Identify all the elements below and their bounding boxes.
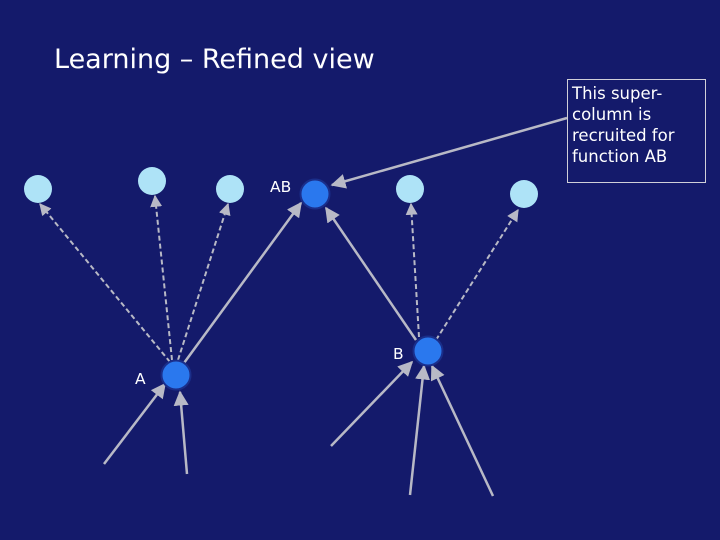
callout-line: function AB: [572, 147, 668, 166]
inactive-node-top-1: [24, 175, 52, 203]
active-node-a: [160, 359, 192, 391]
callout-line: recruited for: [572, 126, 675, 145]
node-label-a: A: [135, 370, 146, 388]
inactive-node-top-2: [138, 167, 166, 195]
input-arrow-to-b-1: [330, 360, 414, 447]
input-arrow-to-a-1: [103, 382, 166, 465]
callout-pointer-arrow: [330, 116, 568, 189]
dashed-connection-a-to-top-1: [39, 203, 171, 363]
input-arrow-to-a-2: [173, 390, 189, 475]
node-label-ab: AB: [270, 178, 292, 196]
dashed-connection-b-to-top-5: [405, 202, 420, 338]
inactive-node-top-5: [396, 175, 424, 203]
inactive-node-top-6: [510, 180, 538, 208]
dashed-connection-b-to-top-6: [435, 208, 519, 341]
input-arrow-to-b-3: [430, 364, 495, 497]
inactive-node-top-3: [216, 175, 244, 203]
dashed-connection-a-to-top-3: [177, 202, 231, 361]
node-label-b: B: [393, 345, 404, 363]
callout-line: This super-: [572, 84, 663, 103]
input-arrow-to-b-2: [408, 364, 430, 496]
callout-box: This super- column is recruited for func…: [567, 79, 706, 183]
active-node-ab: [299, 178, 331, 210]
active-node-b: [412, 335, 444, 367]
solid-connection-b-to-ab: [324, 206, 418, 341]
callout-line: column is: [572, 105, 652, 124]
dashed-connection-a-to-top-2: [150, 194, 173, 361]
solid-connection-a-to-ab: [182, 201, 303, 364]
slide-title: Learning – Refined view: [54, 44, 375, 75]
